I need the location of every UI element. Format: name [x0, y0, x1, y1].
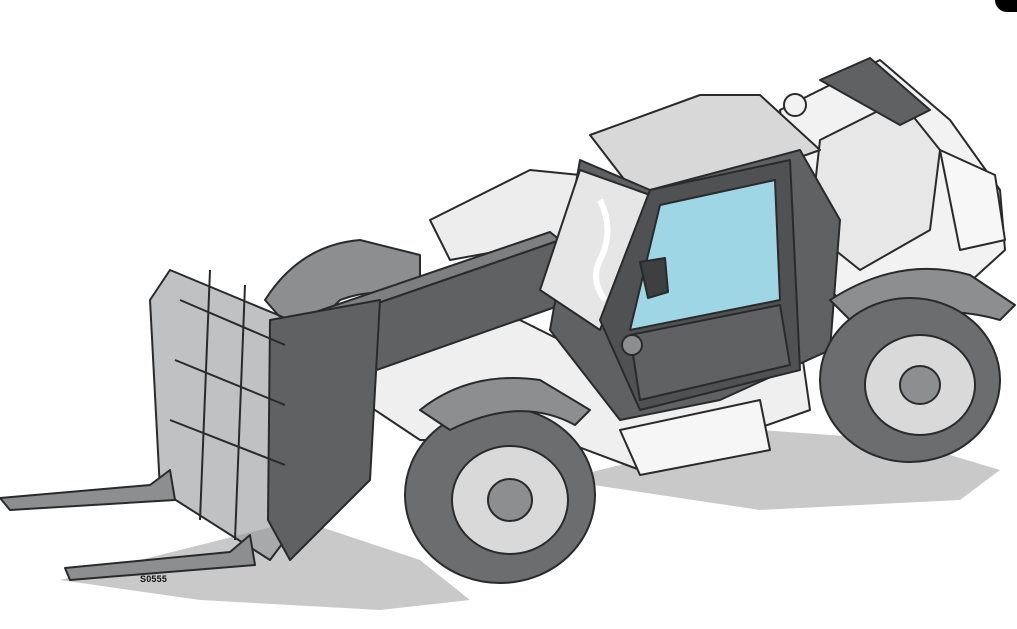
fork-tine-upper	[0, 469, 176, 511]
fork-tine-lower	[64, 534, 256, 581]
rear-wheel	[819, 297, 1001, 463]
corner-mark	[995, 0, 1017, 12]
ground-shadow	[60, 520, 470, 610]
carriage-bar	[174, 359, 286, 406]
rear-upper-fairing	[939, 149, 1006, 251]
carriage-bar	[179, 299, 286, 346]
front-wheel	[404, 406, 596, 584]
door-lower-panel	[629, 304, 791, 401]
carriage-bar	[169, 419, 286, 466]
beacon-light	[783, 93, 807, 117]
carriage-upright	[199, 269, 211, 521]
rear-top-dark	[819, 57, 931, 126]
windscreen-reflection	[593, 198, 611, 302]
chassis-step	[619, 399, 771, 476]
front-wheel-mudguard	[419, 377, 591, 431]
windscreen	[539, 169, 651, 331]
side-mirror	[639, 257, 669, 299]
carriage-plate	[267, 299, 381, 561]
reference-code: S0555	[140, 574, 168, 584]
door-handle	[621, 334, 643, 356]
carriage-upright	[234, 284, 246, 541]
